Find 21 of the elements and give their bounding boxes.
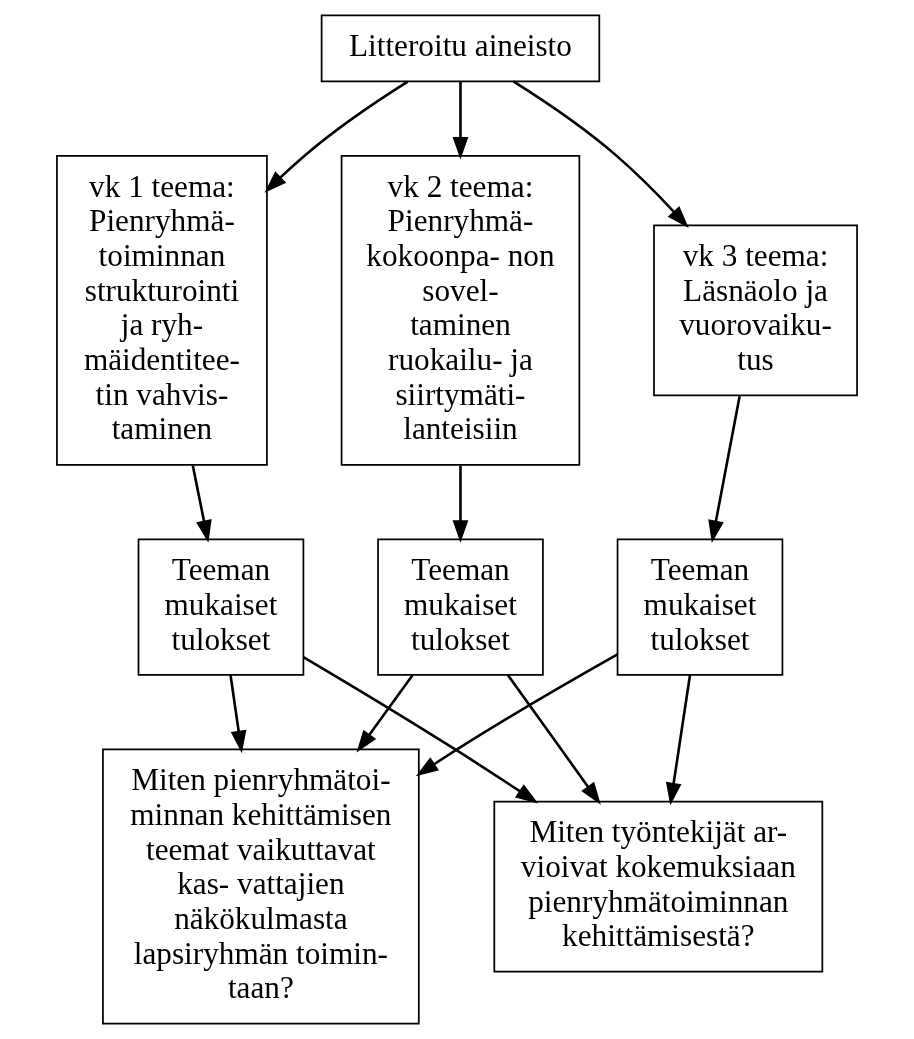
node-box: Teeman mukaiset tulokset [137,538,305,676]
arrow [452,81,469,160]
arrow [191,465,212,543]
arrow [264,80,409,193]
arrow [708,395,741,543]
node-box: Miten työntekijät ar- vioivat kokemuksiaan pienryhmätoiminnan kehittämisestä? [493,800,824,973]
arrow [506,674,601,805]
arrow [302,655,539,804]
node-box: Teeman mukaiset tulokset [616,538,784,676]
arrow [452,465,469,543]
arrow [665,674,692,806]
arrow [415,653,619,777]
node-box: Litteroitu aineisto [320,14,601,83]
arrow [229,674,247,754]
node-box: vk 2 teema: Pienryhmä- kokoonpa- non sovel- taminen ruokailu- ja siirtymäti- lanteisiin [340,155,581,466]
node-box: vk 1 teema: Pienryhmä- toiminnan strukturointi ja ryh- mäidentitee- tin vahvis- taminen [56,155,268,466]
arrow [512,80,689,228]
node-box: vk 3 teema: Läsnäolo ja vuorovaiku- tus [653,224,858,397]
node-box: Miten pienryhmätoi- minnan kehittämisen teemat vaikuttavat kas- vattajien näkökulmasta lapsiryhmän toimin- taan? [102,748,420,1025]
node-box: Teeman mukaiset tulokset [377,538,544,676]
arrow [356,674,414,753]
